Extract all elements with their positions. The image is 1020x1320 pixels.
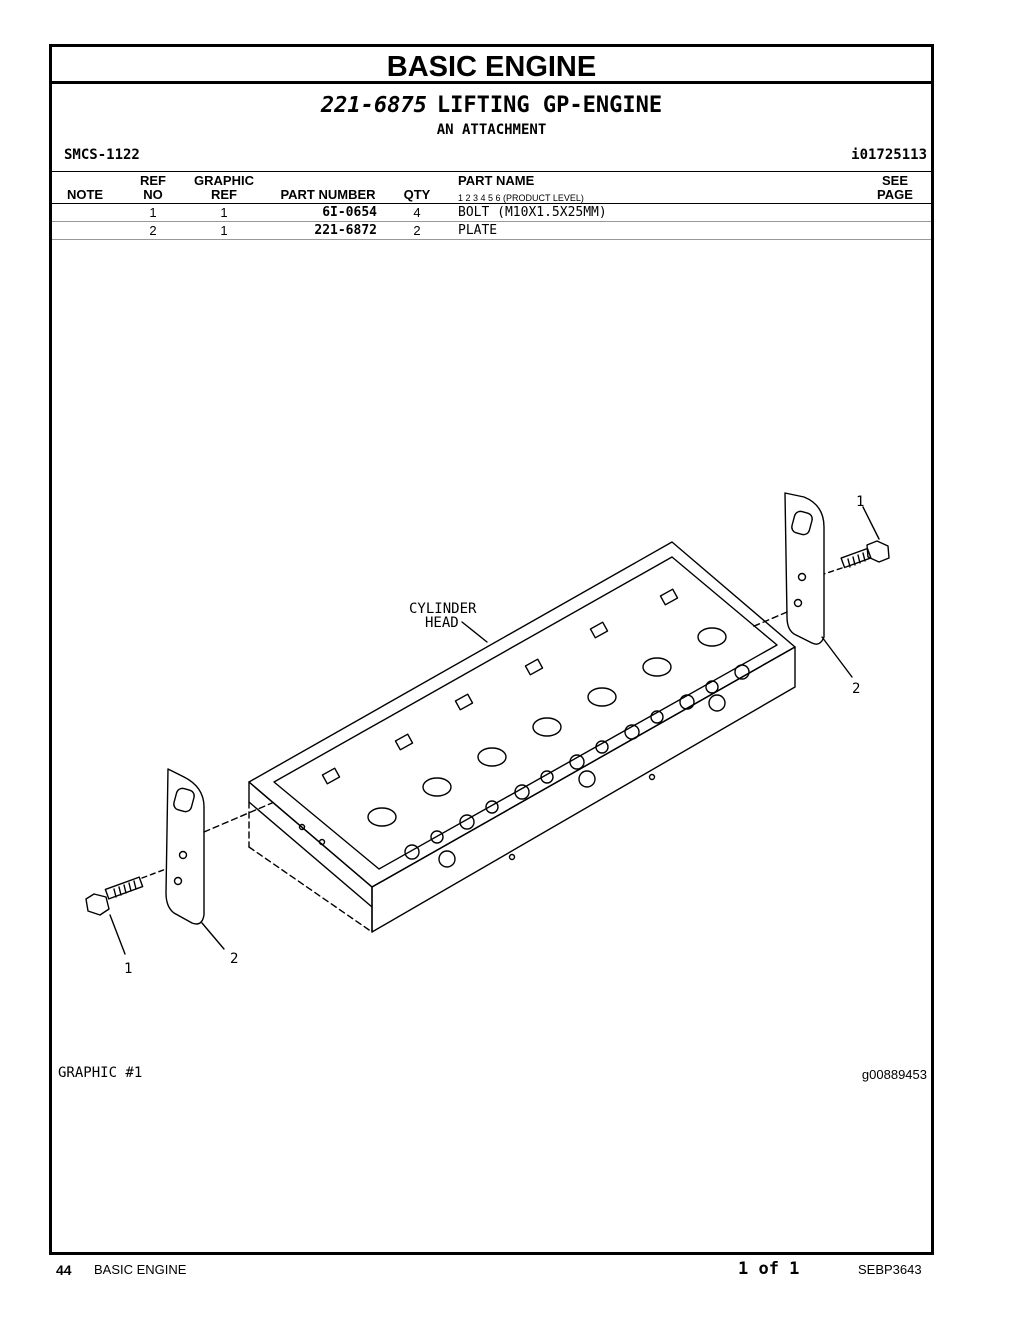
cell-part-name: PLATE: [458, 223, 498, 238]
callout-number: 2: [230, 951, 238, 967]
graphic-label: GRAPHIC #1: [58, 1065, 143, 1081]
header-ref-top: REF: [140, 173, 166, 188]
cell-part-number: 6I-0654: [322, 205, 377, 220]
header-ref-bottom: NO: [143, 187, 163, 202]
header-part-number: PART NUMBER: [280, 187, 376, 202]
page-frame: BASIC ENGINE 221-6875 LIFTING GP-ENGINE A…: [49, 44, 934, 1255]
cell-ref-no: 2: [149, 223, 157, 238]
head-side-face: [371, 646, 796, 933]
cell-ref-no: 1: [149, 205, 157, 220]
callout-leaders: [109, 506, 880, 955]
callout-cylinder-head-line2: HEAD: [425, 615, 459, 631]
header-graphic-top: GRAPHIC: [194, 173, 254, 188]
title-divider: [52, 81, 931, 84]
attachment-note: AN ATTACHMENT: [436, 122, 547, 138]
left-lifting-plate: [165, 768, 273, 925]
head-bolt-bosses: [321, 588, 679, 785]
left-bolt: [85, 868, 167, 916]
head-top-deck: [248, 541, 796, 888]
cell-graphic-ref: 1: [220, 223, 228, 238]
callout-number: 1: [124, 961, 132, 977]
cell-qty: 4: [413, 205, 421, 220]
cell-part-name: BOLT (M10X1.5X25MM): [458, 205, 607, 220]
cell-graphic-ref: 1: [220, 205, 228, 220]
header-part-name: PART NAME: [458, 173, 535, 188]
footer-page-of: 1 of 1: [738, 1259, 800, 1279]
table-row: 2 1 221-6872 2 PLATE: [52, 222, 931, 240]
right-lifting-plate: [751, 492, 825, 645]
parts-table: NOTE REF NO GRAPHIC REF PART NUMBER QTY …: [52, 171, 931, 240]
exploded-view-illustration: CYLINDER HEAD 1 2 2 1: [85, 492, 890, 977]
header-qty: QTY: [403, 187, 431, 202]
cylinder-head-drawing: [248, 541, 796, 933]
parts-table-header: NOTE REF NO GRAPHIC REF PART NUMBER QTY …: [52, 171, 931, 204]
group-part-number: 221-6875: [320, 93, 427, 118]
callout-number: 1: [856, 494, 864, 510]
footer-page-number: 44: [56, 1262, 72, 1278]
group-title: 221-6875 LIFTING GP-ENGINE: [52, 93, 931, 119]
callout-cylinder-head-line1: CYLINDER: [409, 601, 477, 617]
section-title: BASIC ENGINE: [386, 51, 597, 83]
footer-section: BASIC ENGINE: [94, 1262, 187, 1277]
right-bolt: [823, 540, 890, 575]
header-note: NOTE: [66, 187, 104, 202]
table-row: 1 1 6I-0654 4 BOLT (M10X1.5X25MM): [52, 204, 931, 222]
header-see-top: SEE: [881, 173, 908, 188]
smcs-code: SMCS-1122: [64, 147, 140, 163]
cell-qty: 2: [413, 223, 421, 238]
group-name: LIFTING GP-ENGINE: [436, 93, 663, 118]
graphic-id: g00889453: [861, 1067, 927, 1082]
illustration-id: i01725113: [851, 147, 927, 163]
header-graphic-bottom: REF: [211, 187, 237, 202]
valve-openings: [367, 627, 750, 860]
footer-doc-number: SEBP3643: [858, 1262, 922, 1277]
header-see-bottom: PAGE: [877, 187, 913, 202]
cell-part-number: 221-6872: [314, 223, 377, 238]
header-product-levels: 1 2 3 4 5 6 (PRODUCT LEVEL): [458, 193, 584, 203]
callout-number: 2: [852, 681, 860, 697]
